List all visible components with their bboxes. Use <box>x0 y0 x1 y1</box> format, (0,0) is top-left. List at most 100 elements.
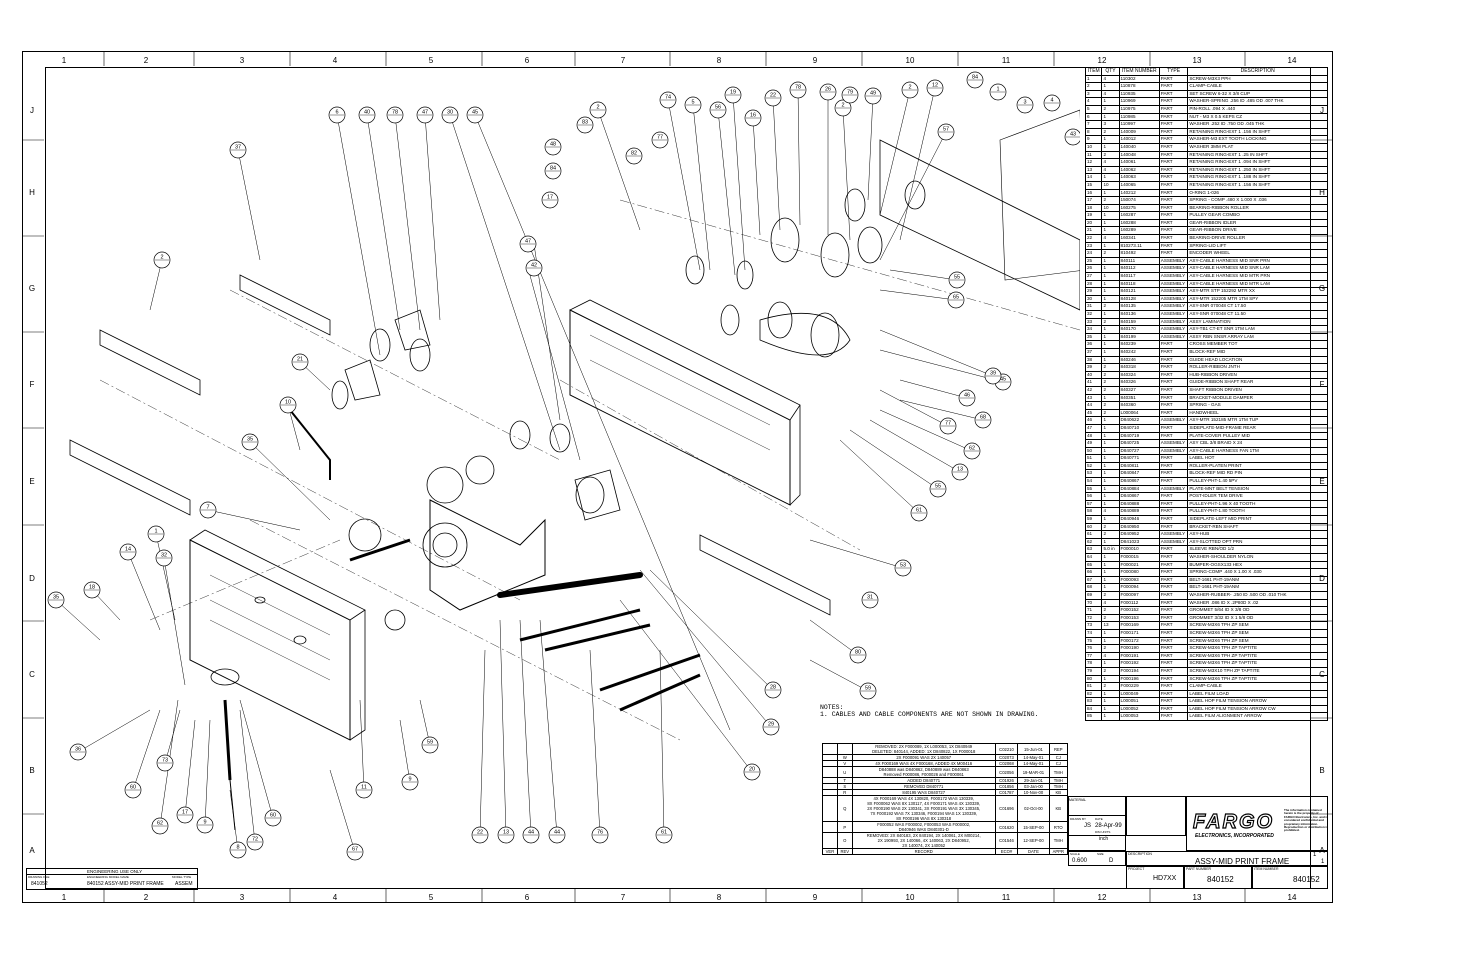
callout-bubble: 7 <box>199 501 217 519</box>
callout-bubble: 35 <box>241 433 259 451</box>
zone-right-D: D <box>1319 574 1325 583</box>
callout-number: 8 <box>236 845 239 851</box>
callout-number: 2 <box>160 255 163 261</box>
project-cell: PROJECT HD7XX <box>1126 866 1184 889</box>
callout-number: 82 <box>631 151 637 157</box>
zone-left-H: H <box>29 188 35 197</box>
scale-label: SCALE <box>1070 852 1080 856</box>
callout-number: 22 <box>477 830 483 836</box>
motor-assembly <box>509 420 621 521</box>
callout-bubble: 68 <box>974 411 992 429</box>
callout-number: 2 <box>841 103 844 109</box>
callout-bubble: 60 <box>264 809 282 827</box>
zone-right-F: F <box>1319 380 1325 389</box>
callout-bubble: 13 <box>951 463 969 481</box>
engineering-col2-label: ENGINEERING MODEL NAME <box>87 875 129 879</box>
drawn-by-cell: DRAWN BY DATE JS 28-Apr-99 DIM UNITS inc… <box>1068 815 1126 851</box>
callout-bubble: 78 <box>789 81 807 99</box>
zone-top-3: 3 <box>239 56 245 65</box>
callout-number: 17 <box>547 195 553 201</box>
callout-bubble: 31 <box>861 591 879 609</box>
callout-number: 73 <box>162 758 168 764</box>
callout-bubble: 83 <box>576 116 594 134</box>
description-value: ASSY-MID PRINT FRAME <box>1195 857 1290 866</box>
zone-right-J: J <box>1320 106 1324 115</box>
callout-bubble: 61 <box>910 504 928 522</box>
date-value: 28-Apr-99 <box>1095 823 1122 829</box>
callout-number: 78 <box>392 110 398 116</box>
callout-number: 20 <box>749 767 755 773</box>
zone-left-C: C <box>29 670 35 679</box>
callout-number: 7 <box>206 505 209 511</box>
callout-bubble: 11 <box>355 781 373 799</box>
callout-bubble: 35 <box>47 591 65 609</box>
callout-number: 65 <box>953 295 959 301</box>
rear-cover-plate <box>879 109 1080 311</box>
callout-number: 55 <box>935 484 941 490</box>
callout-bubble: 74 <box>659 91 677 109</box>
callout-bubble: 78 <box>386 106 404 124</box>
callout-number: 84 <box>550 166 556 172</box>
callout-bubble: 1 <box>989 83 1007 101</box>
callout-number: 32 <box>161 553 167 559</box>
left-sideplate <box>189 529 366 741</box>
callout-bubble: 43 <box>1064 128 1080 146</box>
scale-value: 0.600 <box>1072 858 1088 864</box>
dim-units-value: inch <box>1099 836 1109 842</box>
zone-top-5: 5 <box>428 56 434 65</box>
zone-top-12: 12 <box>1097 56 1107 65</box>
dim-units-label: DIM UNITS <box>1095 830 1111 834</box>
callout-bubble: 56 <box>709 101 727 119</box>
callout-bubble: 17 <box>176 806 194 824</box>
callout-number: 53 <box>900 563 906 569</box>
callout-number: 47 <box>422 110 428 116</box>
callout-bubble: 8 <box>229 841 247 859</box>
callout-number: 30 <box>447 110 453 116</box>
fargo-logo: FARGO <box>1192 810 1275 833</box>
callout-number: 14 <box>125 547 131 553</box>
zone-right-G: G <box>1318 284 1326 293</box>
engineering-col1-label: DRAWING FILE <box>28 875 50 879</box>
zone-right-H: H <box>1319 188 1325 197</box>
size-value: D <box>1109 858 1114 864</box>
zone-bottom-6: 6 <box>524 893 530 902</box>
callout-bubble: 77 <box>651 131 669 149</box>
bom-cell: LABEL FILM ALIGNMENT ARROW <box>1187 712 1328 722</box>
callout-number: 44 <box>554 830 560 836</box>
zone-bottom-3: 3 <box>239 893 245 902</box>
callout-number: 13 <box>957 467 963 473</box>
callout-bubble: 10 <box>279 396 297 414</box>
callout-number: 42 <box>531 263 537 269</box>
callout-bubble: 37 <box>229 141 247 159</box>
callout-bubble: 40 <box>358 106 376 124</box>
callout-bubble: 76 <box>591 826 609 844</box>
callout-number: 49 <box>870 91 876 97</box>
callout-bubble: 2 <box>153 251 171 269</box>
zone-top-2: 2 <box>143 56 149 65</box>
callout-number: 10 <box>285 400 291 406</box>
zone-left-J: J <box>30 106 34 115</box>
callout-number: 22 <box>770 93 776 99</box>
callout-bubble: 77 <box>939 417 957 435</box>
callout-number: 80 <box>855 650 861 656</box>
print-head-module <box>422 455 546 611</box>
callout-number: 1 <box>154 529 157 535</box>
callout-bubble: 13 <box>497 826 515 844</box>
zone-bottom-2: 2 <box>143 893 149 902</box>
item-number-cell: ITEM NUMBER 840152 <box>1252 866 1328 889</box>
engineering-val1: 841052 <box>31 881 48 887</box>
callout-bubble: 62 <box>151 817 169 835</box>
callout-bubble: 59 <box>859 682 877 700</box>
callout-bubble: 28 <box>764 681 782 699</box>
proprietary-notice: The information contained herein is the … <box>1284 808 1329 833</box>
bom-cell: L000053 <box>1118 712 1160 722</box>
callout-bubble: 49 <box>864 87 882 105</box>
zone-left-D: D <box>29 574 35 583</box>
callout-bubble: 18 <box>83 581 101 599</box>
callout-number: 74 <box>665 95 671 101</box>
zone-bottom-8: 8 <box>716 893 722 902</box>
